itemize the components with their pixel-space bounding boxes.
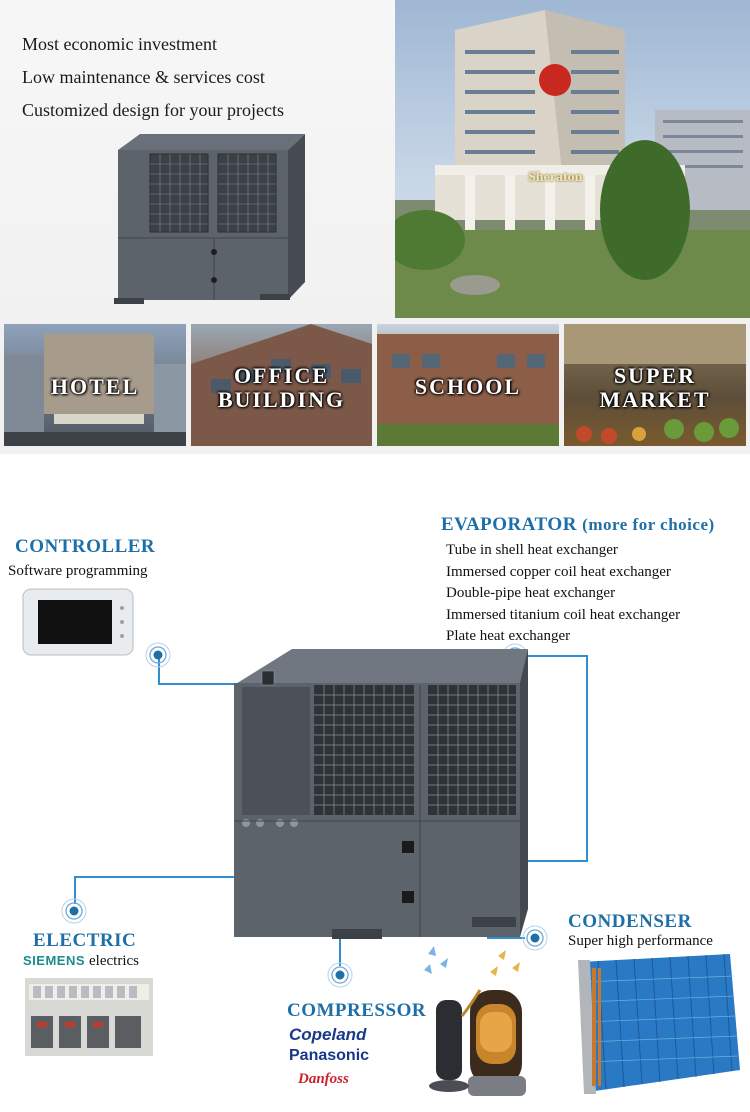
category-label: SUPER (613, 363, 697, 388)
evaporator-option: Immersed copper coil heat exchanger (446, 564, 671, 580)
connector-line (586, 655, 588, 861)
evaporator-option: Tube in shell heat exchanger (446, 542, 618, 558)
target-marker-icon (61, 898, 87, 924)
category-label: MARKET (599, 387, 711, 412)
category-tile-office: OFFICE BUILDING (191, 324, 372, 446)
heat-pump-unit-image (114, 134, 305, 304)
features-panel: Most economic investment Low maintenance… (0, 0, 395, 318)
feature-text: Most economic investment (22, 34, 217, 54)
panasonic-brand: Panasonic (289, 1047, 370, 1064)
category-label: HOTEL (50, 374, 140, 399)
heat-pump-main-unit-image (234, 649, 528, 939)
target-marker-icon (522, 925, 548, 951)
target-marker-icon (145, 642, 171, 668)
hotel-sign-text: Sheraton (528, 170, 583, 185)
target-marker-icon (327, 962, 353, 988)
evaporator-option: Immersed titanium coil heat exchanger (446, 607, 681, 623)
evaporator-option: Double-pipe heat exchanger (446, 585, 616, 601)
category-tile-supermarket: SUPER MARKET (564, 324, 746, 446)
category-label: BUILDING (217, 387, 346, 412)
copeland-brand: Copeland (289, 1025, 367, 1044)
category-label: SCHOOL (414, 374, 522, 399)
evaporator-title-text: EVAPORATOR (441, 514, 577, 535)
compressor-title: COMPRESSOR (287, 1000, 427, 1021)
controller-panel-image (22, 588, 134, 656)
hotel-building-photo: Sheraton (395, 0, 750, 318)
siemens-brand: SIEMENS (23, 953, 86, 968)
controller-title: CONTROLLER (15, 536, 156, 557)
electric-panel-image (25, 978, 153, 1056)
evaporator-title-note: (more for choice) (582, 515, 715, 534)
connector-line (515, 860, 588, 862)
condenser-coil-image (578, 953, 740, 1094)
controller-subtitle: Software programming (8, 563, 148, 579)
evaporator-option: Plate heat exchanger (446, 628, 571, 644)
category-label: OFFICE (233, 363, 330, 388)
electric-subtitle-text: electrics (89, 953, 139, 969)
compressor-image (424, 946, 526, 1096)
evaporator-title: EVAPORATOR (more for choice) (441, 514, 715, 536)
category-tile-hotel: HOTEL (4, 324, 186, 446)
danfoss-brand: Danfoss (298, 1071, 349, 1087)
feature-text: Customized design for your projects (22, 100, 284, 120)
connector-line (158, 654, 160, 684)
connector-line (515, 655, 587, 657)
connector-line (487, 937, 525, 939)
category-tile-school: SCHOOL (377, 324, 559, 446)
connector-line (158, 683, 262, 685)
electric-subtitle: SIEMENS electrics (23, 952, 139, 970)
condenser-subtitle: Super high performance (568, 933, 713, 949)
condenser-title: CONDENSER (568, 911, 692, 932)
connector-line (74, 876, 264, 878)
electric-title: ELECTRIC (33, 930, 137, 951)
connector-line (74, 876, 76, 904)
feature-text: Low maintenance & services cost (22, 67, 265, 87)
